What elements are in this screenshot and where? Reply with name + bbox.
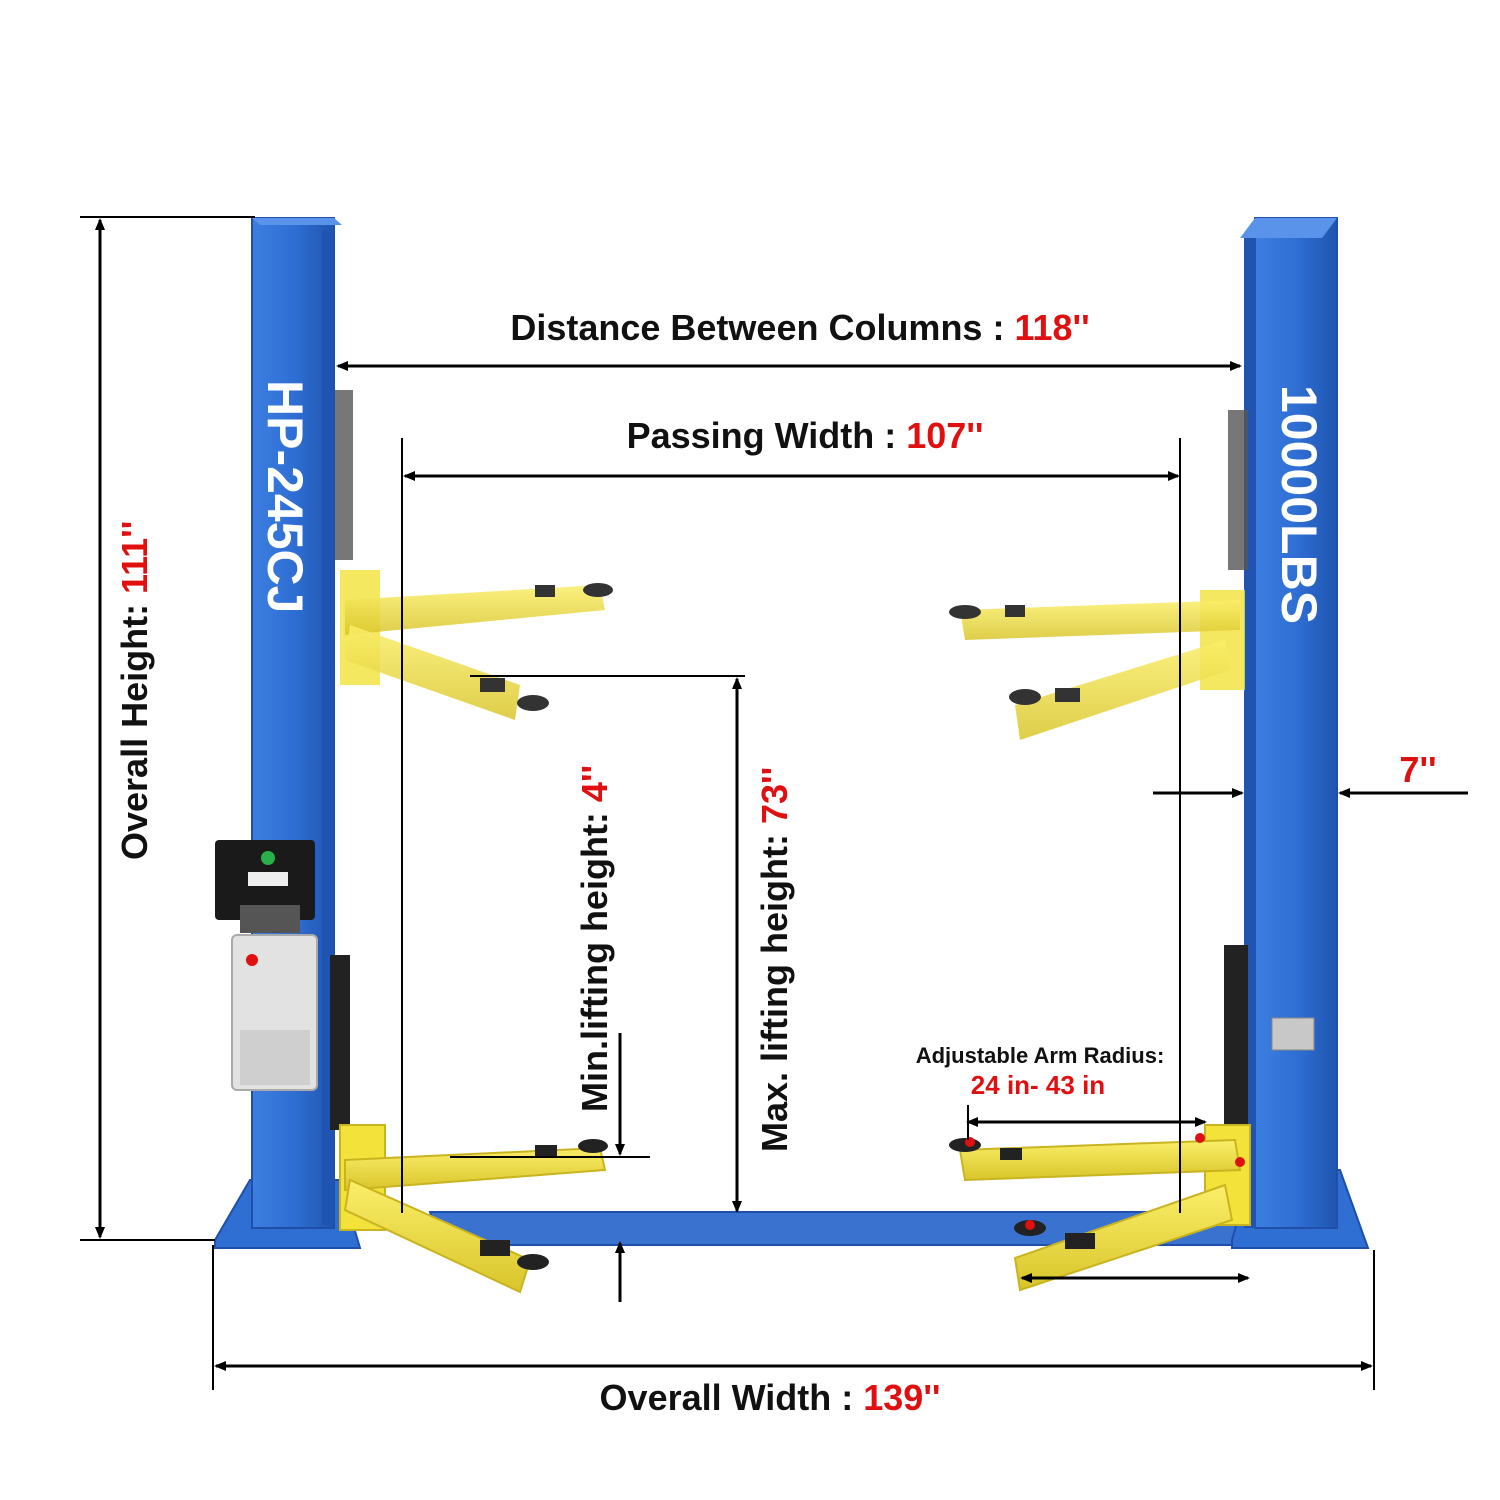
- min-lifting-height-label: Min.lifting height: 4'': [574, 765, 615, 1112]
- arm-radius-value: 24 in- 43 in: [971, 1070, 1105, 1100]
- left-column: HP-245CJ: [214, 217, 362, 1249]
- left-column-rubber-guard-bottom: [330, 955, 350, 1130]
- left-column-rubber-guard-top: [335, 390, 353, 560]
- right-column-capacity-label: 10000LBS: [1271, 385, 1327, 624]
- power-unit-icon: [215, 840, 315, 933]
- arm-radius-marker-left: [965, 1137, 975, 1147]
- upper-left-arms: [340, 570, 613, 720]
- max-lifting-height-label: Max. lifting height: 73'': [754, 767, 795, 1152]
- arm-pad-marker: [1025, 1220, 1035, 1230]
- arm-radius-label: Adjustable Arm Radius:: [916, 1043, 1165, 1068]
- passing-width-label: Passing Width : 107'': [627, 415, 984, 456]
- right-column-rubber-guard-top: [1228, 410, 1248, 570]
- upper-right-arms: [949, 590, 1245, 740]
- overall-width-label: Overall Width : 139'': [600, 1377, 941, 1418]
- lower-left-arms: [339, 1124, 608, 1294]
- lower-right-arms: [949, 1124, 1251, 1292]
- right-column-rubber-guard-bottom: [1224, 945, 1248, 1130]
- column-offset-label: 7'': [1399, 749, 1436, 790]
- overall-height-label: Overall Height: 111'': [114, 521, 155, 860]
- oil-reservoir-icon: [231, 934, 318, 1091]
- arm-pivot-marker: [1235, 1157, 1245, 1167]
- distance-between-columns-label: Distance Between Columns : 118'': [510, 307, 1089, 348]
- nameplate: [1271, 1017, 1315, 1051]
- left-column-model-label: HP-245CJ: [257, 380, 313, 613]
- right-column: 10000LBS: [1224, 217, 1370, 1249]
- arm-radius-marker-right: [1195, 1133, 1205, 1143]
